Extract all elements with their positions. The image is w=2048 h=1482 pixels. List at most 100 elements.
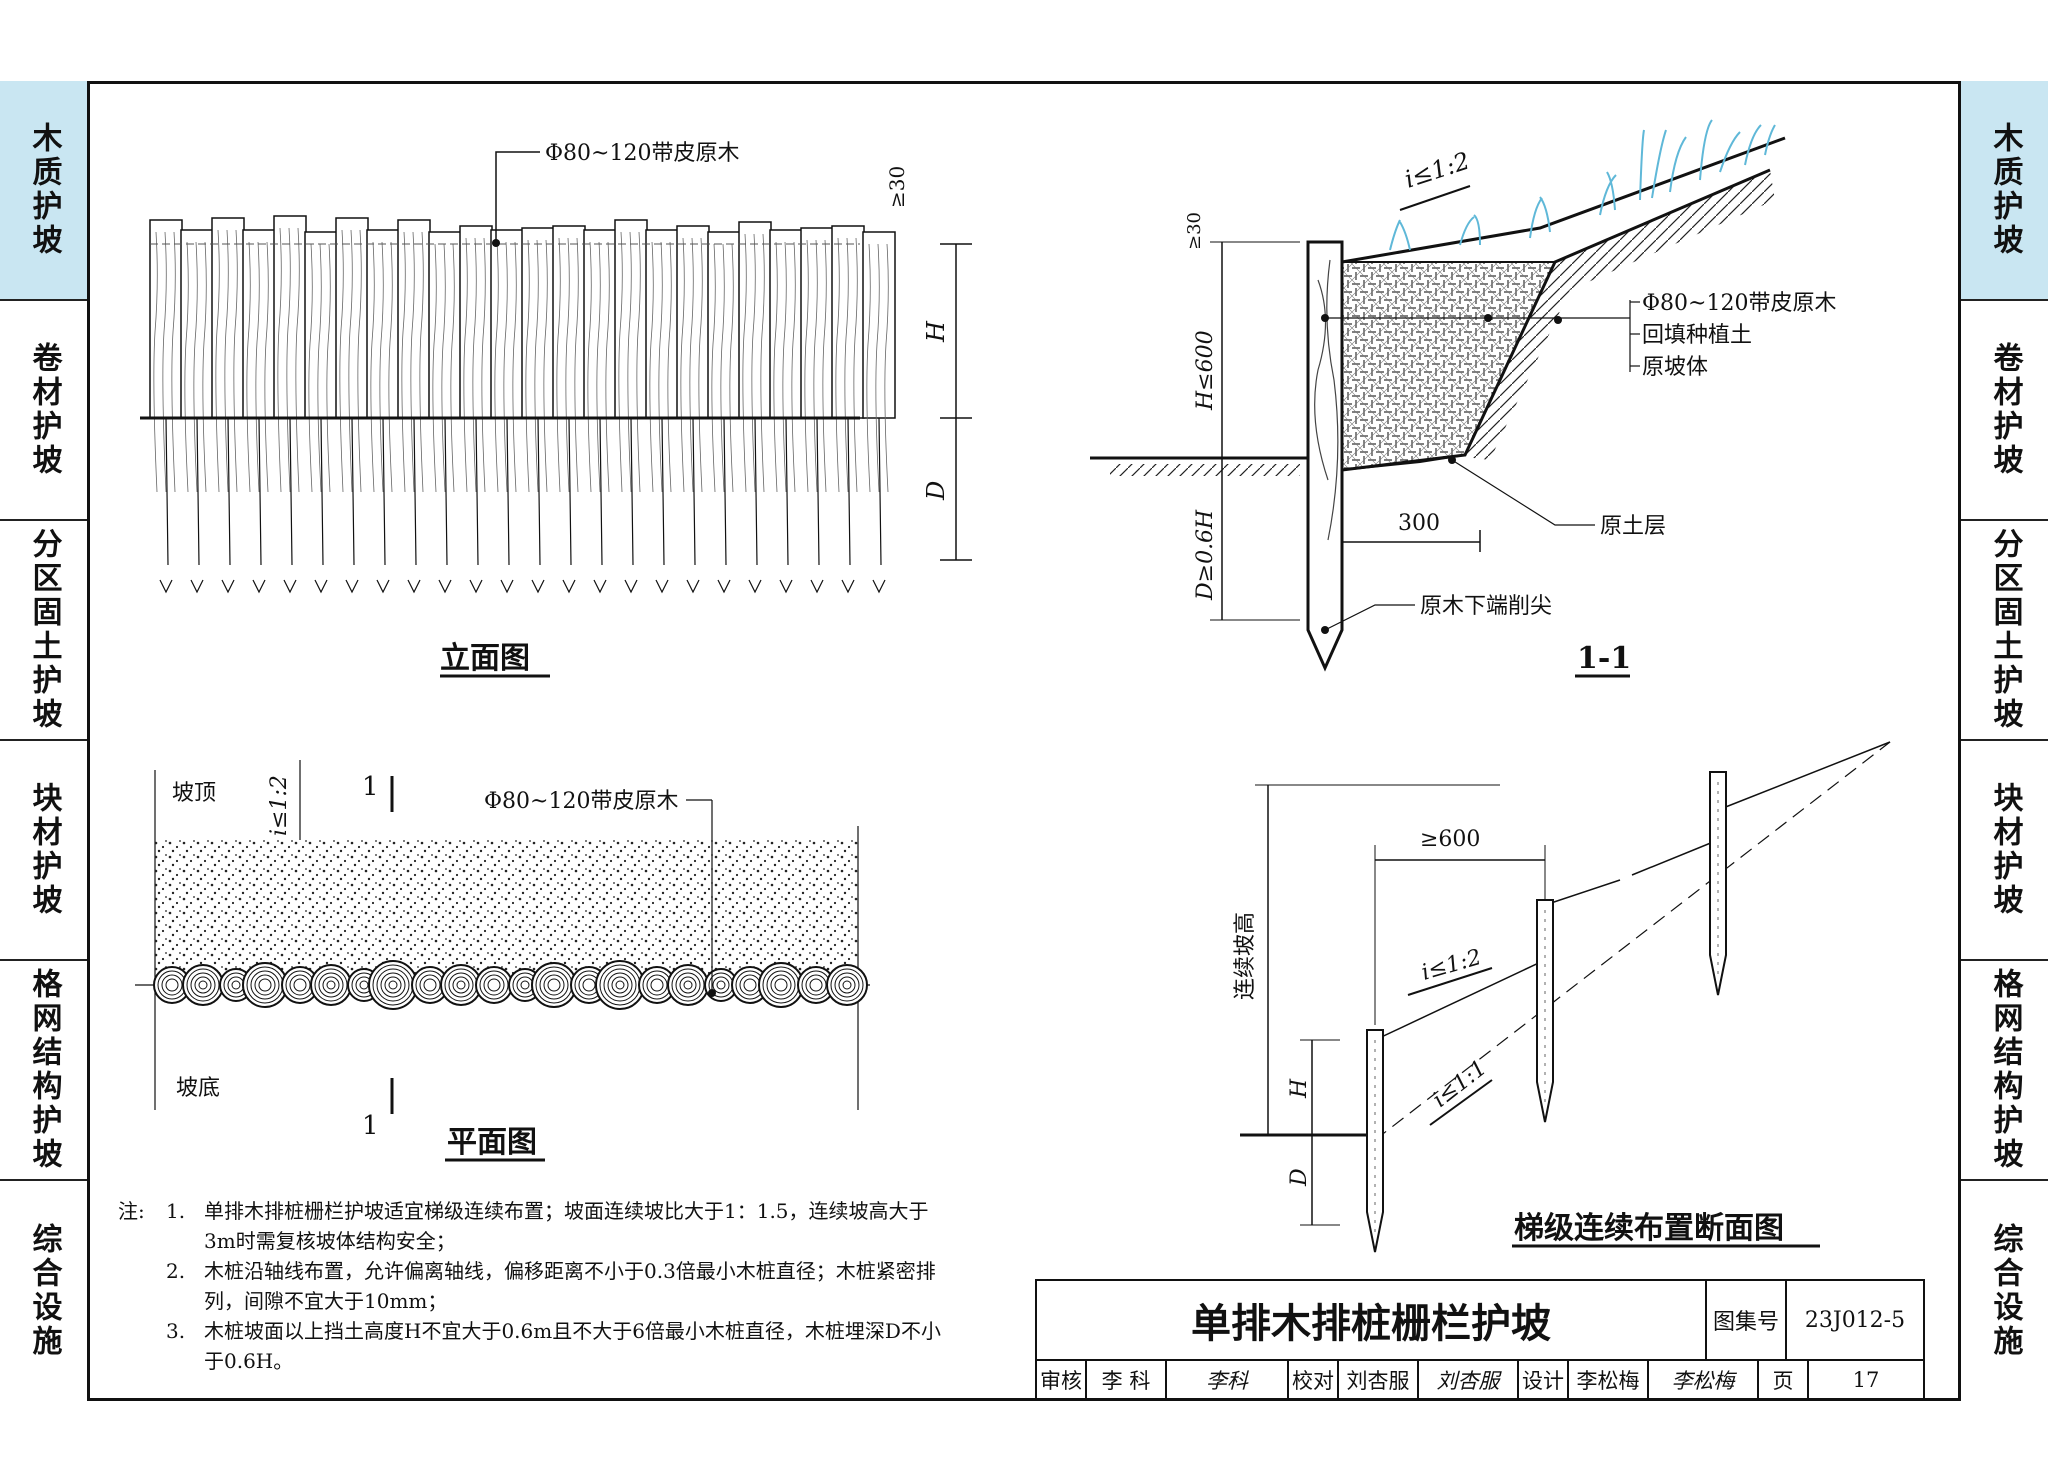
sidebar-tab-grid-right[interactable]: 格网结构护坡 — [1961, 961, 2048, 1181]
elevation-log — [242, 229, 276, 594]
notes: 注:1.单排木排桩栅栏护坡适宜梯级连续布置；坡面连续坡比大于1：1.5，连续坡高… — [118, 1196, 958, 1376]
section-soil-label: 原土层 — [1600, 514, 1666, 539]
plan-log — [368, 960, 418, 1010]
plan-log — [667, 964, 709, 1006]
plan-bottom-label: 坡底 — [176, 1076, 220, 1101]
elevation-log — [180, 229, 214, 594]
elevation-log — [459, 225, 493, 594]
grass-icon — [1389, 119, 1776, 251]
sidebar-tab-block-right[interactable]: 块材护坡 — [1961, 741, 2048, 961]
elevation-log — [273, 215, 307, 594]
elevation-log — [862, 231, 896, 594]
elevation-view: Φ80~120带皮原木 ≥30 H D 立面图 — [140, 141, 972, 678]
designer-name: 李松梅 — [1569, 1361, 1649, 1398]
drawing-frame — [87, 81, 1961, 1401]
page-label: 页 — [1759, 1361, 1809, 1398]
elevation-log — [335, 217, 369, 594]
stepped-section-view: 连续坡高 ≥600 i≤1:2 i≤1:1 H D 梯级连续布置断面图 — [1233, 741, 1891, 1253]
section-title: 1-1 — [1577, 641, 1631, 676]
sidebar-tab-wood[interactable]: 木质护坡 — [0, 81, 87, 301]
reviewer-name: 李 科 — [1087, 1361, 1167, 1398]
plan-section-mark-bottom: 1 — [362, 1111, 379, 1141]
elevation-title: 立面图 — [440, 641, 530, 676]
plan-log — [440, 964, 482, 1006]
sidebar-tab-zoned-right[interactable]: 分区固土护坡 — [1961, 521, 2048, 741]
elevation-logs — [149, 215, 896, 594]
plan-logs — [153, 960, 868, 1010]
stepped-dim-d: D — [1287, 1168, 1312, 1187]
elevation-log — [366, 229, 400, 594]
note-3: 木桩坡面以上挡土高度H不宜大于0.6m且不大于6倍最小木桩直径，木桩埋深D不小于… — [204, 1319, 941, 1373]
elevation-log — [490, 229, 524, 594]
plan-log — [310, 964, 352, 1006]
checker-name: 刘杏服 — [1339, 1361, 1419, 1398]
sidebar-right: 木质护坡 卷材护坡 分区固土护坡 块材护坡 格网结构护坡 综合设施 — [1961, 81, 2048, 1401]
stepped-slope-top: i≤1:2 — [1419, 945, 1484, 986]
section-dim-width: 300 — [1398, 511, 1440, 536]
plan-log — [826, 964, 868, 1006]
elevation-log — [645, 229, 679, 594]
plan-log — [531, 962, 577, 1008]
elevation-dim-top: ≥30 — [885, 166, 909, 208]
sidebar-tab-combined[interactable]: 综合设施 — [26, 1223, 62, 1359]
plan-log — [153, 966, 191, 1004]
plan-log — [242, 962, 288, 1008]
plan-log — [638, 966, 676, 1004]
review-label: 审核 — [1037, 1361, 1087, 1398]
section-callout-slope-body: 原坡体 — [1642, 355, 1708, 380]
wood-pile — [1306, 240, 1344, 672]
elevation-log — [831, 225, 865, 594]
elevation-log — [614, 219, 648, 594]
section-dim-d: D≥0.6H — [1193, 509, 1218, 601]
plan-log — [475, 966, 513, 1004]
sidebar-tab-wood-right[interactable]: 木质护坡 — [1961, 81, 2048, 301]
designer-signature: 李松梅 — [1649, 1361, 1759, 1398]
plan-log-label: Φ80~120带皮原木 — [484, 789, 678, 814]
elevation-log — [769, 229, 803, 594]
elevation-log — [800, 227, 834, 594]
atlas-number: 23J012-5 — [1787, 1281, 1923, 1361]
section-callout-log: Φ80~120带皮原木 — [1642, 291, 1836, 316]
section-dim-top: ≥30 — [1184, 212, 1205, 250]
atlas-label: 图集号 — [1707, 1281, 1787, 1361]
section-dim-h: H≤600 — [1193, 330, 1218, 411]
elevation-dim-d: D — [922, 481, 950, 501]
plan-view: 坡顶 坡底 i≤1:2 1 1 Φ80~120带皮原木 平面图 — [135, 760, 870, 1162]
sidebar-tab-grid[interactable]: 格网结构护坡 — [0, 961, 87, 1181]
elevation-log — [583, 229, 617, 594]
stepped-title: 梯级连续布置断面图 — [1514, 1211, 1784, 1246]
elevation-log — [521, 227, 555, 594]
check-label: 校对 — [1289, 1361, 1339, 1398]
sidebar-tab-block[interactable]: 块材护坡 — [0, 741, 87, 961]
reviewer-signature: 李科 — [1167, 1361, 1289, 1398]
section-view: ≥30 H≤600 D≥0.6H 300 i≤1:2 Φ80~120带皮原木 回… — [1090, 119, 1836, 678]
elevation-log — [707, 231, 741, 594]
design-label: 设计 — [1519, 1361, 1569, 1398]
plan-log — [758, 962, 804, 1008]
sidebar-tab-zoned[interactable]: 分区固土护坡 — [0, 521, 87, 741]
sidebar-tab-membrane[interactable]: 卷材护坡 — [0, 301, 87, 521]
stepped-height-label: 连续坡高 — [1233, 912, 1258, 1000]
elevation-log — [676, 225, 710, 594]
elevation-log — [397, 219, 431, 594]
notes-lead: 注: — [118, 1199, 145, 1223]
elevation-log — [304, 231, 338, 594]
sidebar-tab-combined-right[interactable]: 综合设施 — [1987, 1223, 2023, 1359]
section-callout-backfill: 回填种植土 — [1642, 323, 1752, 348]
plan-slope: i≤1:2 — [267, 775, 292, 836]
stepped-piles — [1366, 771, 1727, 1253]
sidebar-tab-membrane-right[interactable]: 卷材护坡 — [1961, 301, 2048, 521]
note-1: 单排木排桩栅栏护坡适宜梯级连续布置；坡面连续坡比大于1：1.5，连续坡高大于3m… — [204, 1199, 929, 1253]
elevation-log — [738, 221, 772, 594]
note-2: 木桩沿轴线布置，允许偏离轴线，偏移距离不小于0.3倍最小木桩直径；木桩紧密排列，… — [204, 1259, 936, 1313]
stepped-spacing: ≥600 — [1420, 827, 1480, 852]
slope-soil-dots — [155, 840, 858, 975]
plan-log — [595, 960, 645, 1010]
sidebar-left: 木质护坡 卷材护坡 分区固土护坡 块材护坡 格网结构护坡 综合设施 — [0, 81, 87, 1401]
elevation-dim-h: H — [922, 320, 950, 343]
drawing-title: 单排木排桩栅栏护坡 — [1037, 1281, 1707, 1361]
stepped-pile — [1366, 1029, 1384, 1253]
checker-signature: 刘杏服 — [1419, 1361, 1519, 1398]
stepped-pile — [1536, 899, 1554, 1123]
